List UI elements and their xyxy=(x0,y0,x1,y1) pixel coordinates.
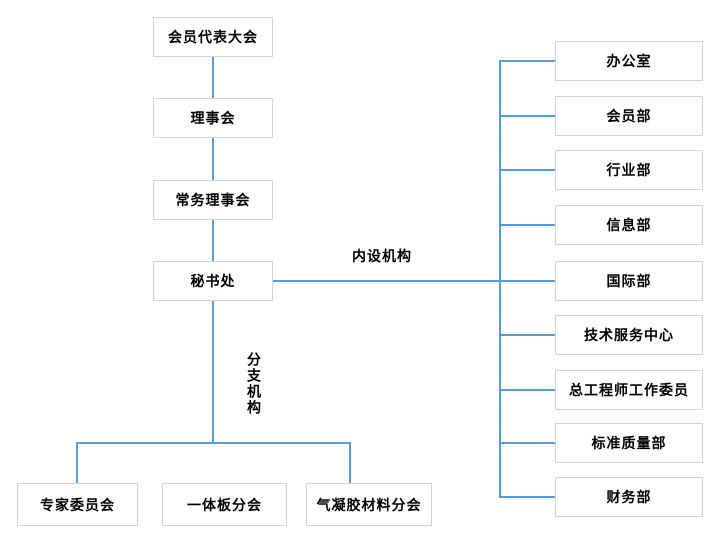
org-node-membership-dept: 会员部 xyxy=(555,96,703,136)
group-label-branch: 分支机构 xyxy=(245,352,261,416)
org-node-label: 专家委员会 xyxy=(40,497,115,514)
org-node-label: 常务理事会 xyxy=(175,193,251,209)
org-node-industry-dept: 行业部 xyxy=(555,150,703,190)
org-node-integrated-panel-branch: 一体板分会 xyxy=(162,483,287,526)
org-node-finance-dept: 财务部 xyxy=(555,477,703,517)
connector-stub-tech-service xyxy=(499,334,555,336)
org-node-label: 财务部 xyxy=(606,490,652,506)
connector-drop-aerogel xyxy=(349,442,351,484)
org-node-label: 气凝胶材料分会 xyxy=(316,497,422,514)
org-node-chief-engineer-committee: 总工程师工作委员 xyxy=(555,370,703,410)
connector-internal-trunk xyxy=(499,60,501,498)
org-node-label: 秘书处 xyxy=(190,274,236,290)
connector-stub-office xyxy=(499,60,555,62)
org-node-standing-council: 常务理事会 xyxy=(153,180,273,220)
org-node-label: 理事会 xyxy=(190,111,236,127)
connector-standing-secretariat xyxy=(212,220,214,261)
org-node-tech-service-center: 技术服务中心 xyxy=(555,315,703,355)
org-node-label: 国际部 xyxy=(606,274,652,290)
org-node-label: 办公室 xyxy=(606,54,652,70)
org-node-label: 技术服务中心 xyxy=(584,328,674,344)
org-node-member-assembly: 会员代表大会 xyxy=(153,17,273,57)
connector-stub-finance xyxy=(499,496,555,498)
org-node-label: 总工程师工作委员 xyxy=(569,383,689,399)
org-node-aerogel-material-branch: 气凝胶材料分会 xyxy=(306,483,432,526)
org-node-standards-quality-dept: 标准质量部 xyxy=(555,423,703,463)
connector-branch-crossbar xyxy=(76,442,351,444)
connector-council-standing xyxy=(212,138,214,180)
connector-drop-expert xyxy=(76,442,78,483)
connector-secretariat-branches xyxy=(212,301,214,443)
connector-secretariat-internal xyxy=(273,280,555,282)
org-node-office: 办公室 xyxy=(555,41,703,81)
connector-stub-information xyxy=(499,224,555,226)
org-node-international-dept: 国际部 xyxy=(555,261,703,301)
org-node-label: 会员代表大会 xyxy=(168,30,258,46)
connector-stub-industry xyxy=(499,169,555,171)
org-node-label: 会员部 xyxy=(606,109,652,125)
org-node-label: 一体板分会 xyxy=(187,497,262,514)
org-node-secretariat: 秘书处 xyxy=(153,261,273,301)
connector-stub-chief-engineer xyxy=(499,389,555,391)
connector-stub-membership xyxy=(499,115,555,117)
org-node-label: 信息部 xyxy=(606,218,652,234)
org-node-expert-committee: 专家委员会 xyxy=(17,483,138,526)
group-label-internal: 内设机构 xyxy=(352,249,412,265)
connector-stub-standards xyxy=(499,442,555,444)
org-node-label: 行业部 xyxy=(606,163,652,179)
org-node-label: 标准质量部 xyxy=(591,436,667,452)
connector-assembly-council xyxy=(212,57,214,98)
org-node-information-dept: 信息部 xyxy=(555,205,703,245)
org-node-council: 理事会 xyxy=(153,98,273,138)
